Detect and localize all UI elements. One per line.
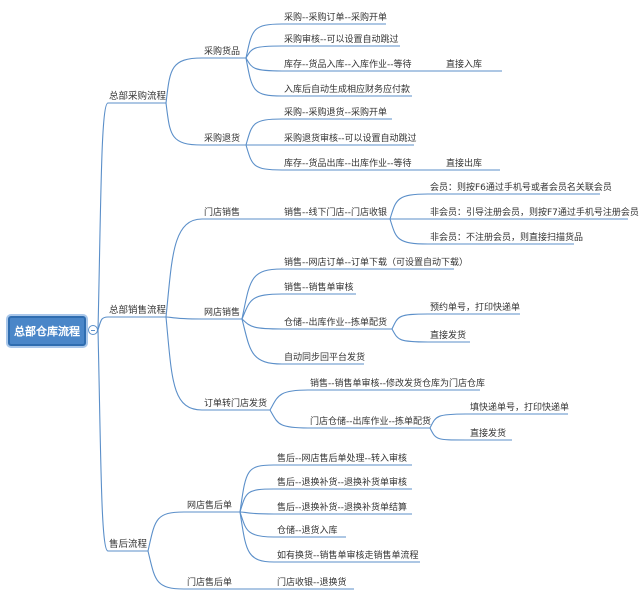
- connector-line-67: [239, 488, 275, 513]
- node-non-member-register[interactable]: 非会员：引导注册会员，则按F7通过手机号注册会员: [430, 208, 639, 218]
- node-transfer-to-store[interactable]: 订单转门店发货: [204, 399, 268, 409]
- node-online-sales-item-1[interactable]: 销售--网店订单--订单下载（可设置自动下载）: [284, 258, 468, 268]
- node-online-aftersale-item-3[interactable]: 售后--退换补货--退换补货单结算: [277, 503, 407, 513]
- node-online-sales-item-2[interactable]: 销售--销售单审核: [284, 283, 354, 293]
- node-store-sales-item[interactable]: 销售--线下门店--门店收银: [284, 208, 387, 218]
- node-online-aftersale-item-1[interactable]: 售后--网店售后单处理--转入审核: [277, 454, 407, 464]
- node-purchase-goods-item-4[interactable]: 入库后自动生成相应财务应付款: [284, 85, 411, 95]
- connector-line-63: [147, 550, 185, 590]
- node-online-aftersale[interactable]: 网店售后单: [187, 501, 233, 511]
- connector-line-38: [389, 218, 429, 245]
- connector-line-7: [165, 102, 203, 146]
- node-online-sales-item-3[interactable]: 仓储--出库作业--拣单配货: [284, 318, 387, 328]
- node-non-member-scan[interactable]: 非会员：不注册会员，则直接扫描货品: [430, 233, 584, 243]
- node-store-sales[interactable]: 门店销售: [204, 208, 241, 218]
- connector-line-59: [429, 427, 467, 441]
- node-direct-ship[interactable]: 直接发货: [430, 331, 467, 341]
- connector-line-20: [245, 118, 283, 146]
- node-hq-purchase[interactable]: 总部采购流程: [109, 91, 167, 102]
- connector-line-30: [165, 316, 203, 411]
- node-purchase-returns-item-3[interactable]: 库存--货品出库--出库作业--等待: [284, 159, 412, 169]
- node-transfer-item-2[interactable]: 门店仓储--出库作业--拣单配货: [310, 417, 431, 427]
- node-transfer-direct-ship[interactable]: 直接发货: [470, 429, 507, 439]
- connector-line-54: [269, 389, 309, 411]
- node-direct-inbound[interactable]: 直接入库: [446, 60, 483, 70]
- connector-line-55: [269, 409, 309, 429]
- node-purchase-goods-item-3[interactable]: 库存--货品入库--入库作业--等待: [284, 60, 412, 70]
- connector-line-29: [165, 316, 203, 320]
- node-purchase-returns-item-1[interactable]: 采购--采购退货--采购开单: [284, 108, 387, 118]
- node-purchase-returns-item-2[interactable]: 采购退货审核--可以设置自动跳过: [284, 134, 417, 144]
- root-node[interactable]: 总部仓库流程: [8, 316, 86, 346]
- node-hq-sales[interactable]: 总部销售流程: [109, 305, 167, 316]
- node-member[interactable]: 会员：则按F6通过手机号或者会员名关联会员: [430, 183, 612, 193]
- connector-root-aftersale: [97, 329, 109, 552]
- connector-root-sales: [97, 316, 109, 331]
- node-purchase-goods-item-2[interactable]: 采购审核--可以设置自动跳过: [284, 35, 399, 45]
- connector-line-12: [245, 57, 283, 72]
- connector-line-62: [147, 511, 185, 552]
- node-purchase-goods-item-1[interactable]: 采购--采购订单--采购开单: [284, 13, 387, 23]
- connector-line-11: [245, 45, 283, 59]
- node-online-aftersale-item-4[interactable]: 仓储--退货入库: [277, 526, 338, 536]
- connector-line-68: [239, 511, 275, 515]
- connector-line-58: [429, 413, 467, 429]
- connector-line-43: [241, 293, 283, 320]
- node-fill-tracking[interactable]: 填快递单号，打印快递单: [470, 403, 570, 413]
- connector-line-36: [389, 193, 429, 220]
- node-online-aftersale-item-5[interactable]: 如有换货--销售单审核走销售单流程: [277, 551, 419, 561]
- connector-line-28: [165, 218, 203, 318]
- connector-line-45: [241, 318, 283, 365]
- connector-line-42: [241, 268, 283, 320]
- connector-root-purchase: [97, 102, 109, 331]
- node-online-aftersale-item-2[interactable]: 售后--退换补货--退换补货单审核: [277, 478, 407, 488]
- connector-line-13: [245, 57, 283, 97]
- node-purchase-goods[interactable]: 采购货品: [204, 47, 241, 57]
- collapse-toggle-icon[interactable]: [88, 325, 98, 335]
- node-purchase-returns[interactable]: 采购退货: [204, 134, 241, 144]
- connector-line-22: [245, 144, 283, 171]
- connector-line-10: [245, 23, 283, 59]
- connector-line-51: [391, 328, 429, 343]
- node-store-aftersale-item[interactable]: 门店收银--退换货: [277, 578, 347, 588]
- node-online-sales[interactable]: 网店销售: [204, 308, 241, 318]
- node-store-aftersale[interactable]: 门店售后单: [187, 578, 233, 588]
- connector-line-44: [241, 318, 283, 330]
- node-print-express[interactable]: 预约单号，打印快递单: [430, 303, 521, 313]
- node-aftersale[interactable]: 售后流程: [109, 539, 148, 550]
- connector-line-50: [391, 313, 429, 330]
- connector-line-70: [239, 511, 275, 563]
- connector-line-69: [239, 511, 275, 538]
- node-online-sales-item-4[interactable]: 自动同步回平台发货: [284, 353, 366, 363]
- connector-line-6: [165, 57, 203, 104]
- node-transfer-item-1[interactable]: 销售--销售单审核--修改发货仓库为门店仓库: [310, 379, 485, 389]
- node-direct-outbound[interactable]: 直接出库: [446, 159, 483, 169]
- connector-line-66: [239, 464, 275, 513]
